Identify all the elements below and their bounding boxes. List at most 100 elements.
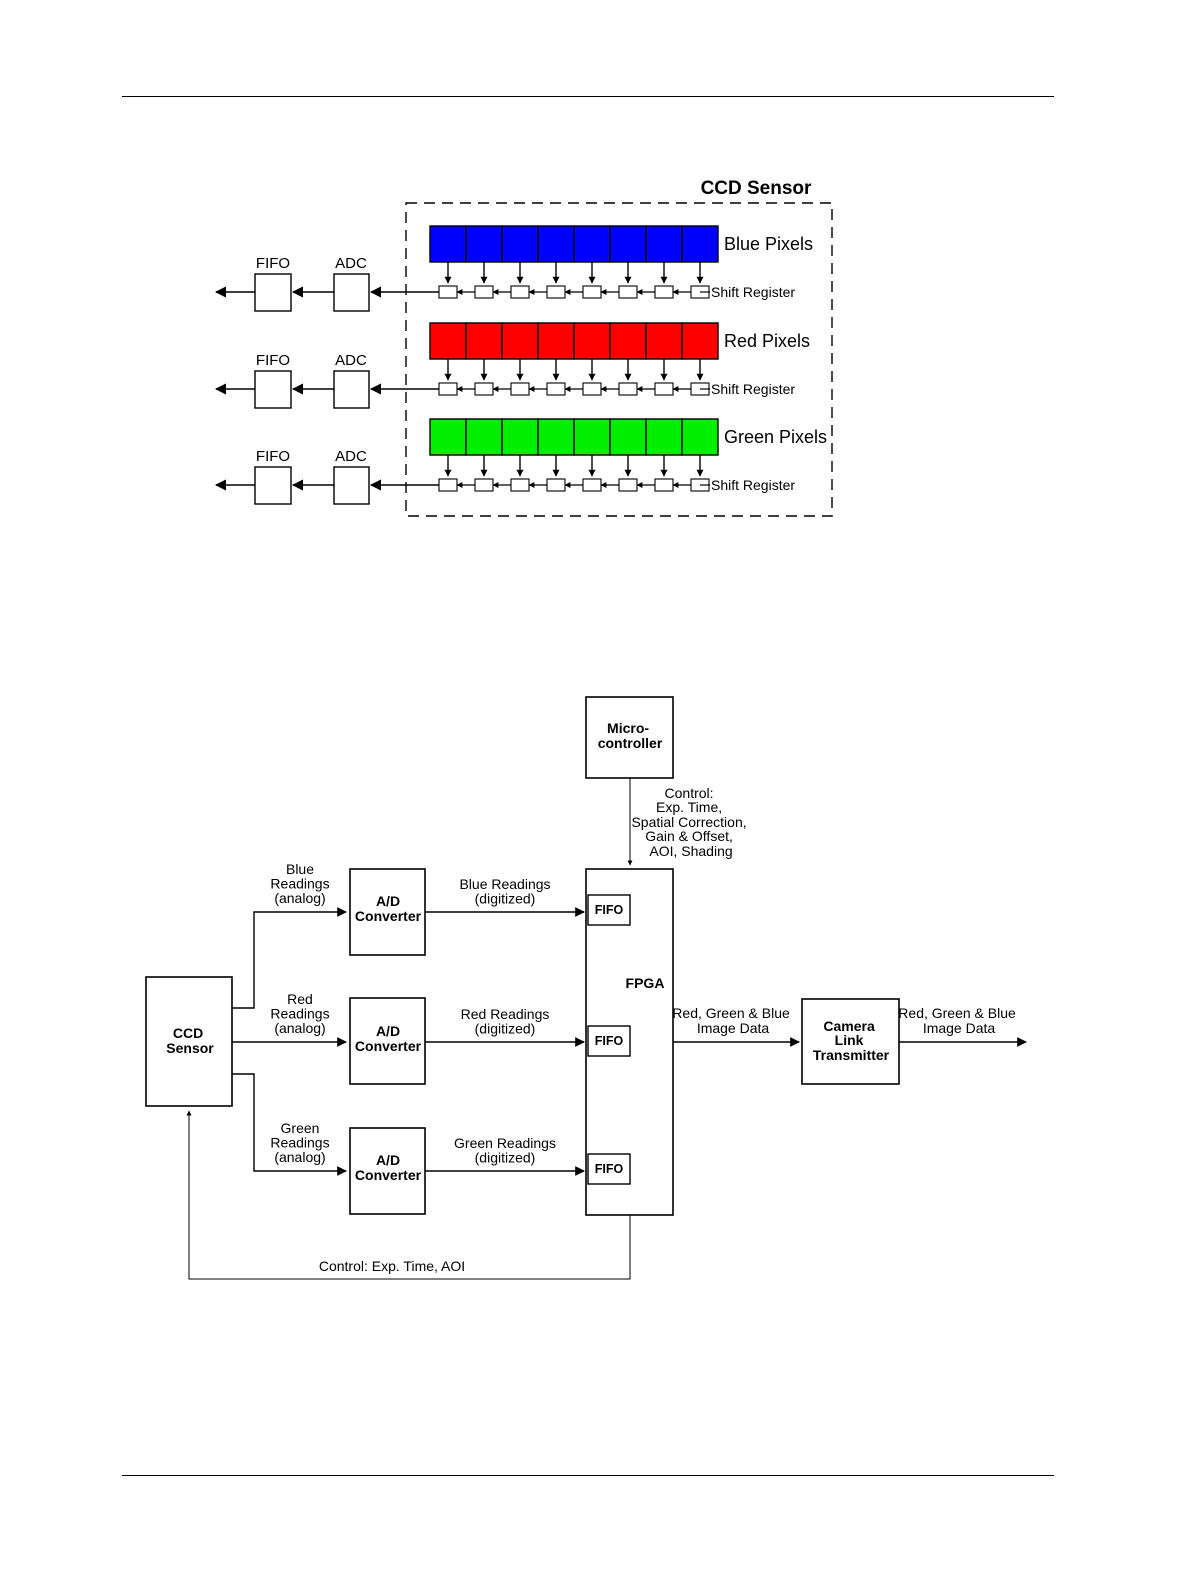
control-label-line2: Exp. Time, [656,799,722,815]
pixel-cell [573,225,611,263]
camera-link-label-line1: Camera [823,1018,875,1034]
pixel-cell [465,418,503,456]
ad-converter-block [349,997,426,1085]
svg-text:CCD Sensor: CCD Sensor [166,1025,214,1056]
bottom-rule [122,1475,1054,1476]
shift-register-cell [618,285,638,299]
fpga-fifo-label: FIFO [595,903,624,917]
fifo-label: FIFO [256,448,290,465]
control-label-line3: Spatial Correction, [631,814,746,830]
pixel-cell [645,225,683,263]
fpga-fifo-label: FIFO [595,1034,624,1048]
shift-register-cell [510,382,530,396]
fifo-label: FIFO [256,352,290,369]
adc-label: ADC [335,352,367,369]
shift-register-cell [582,285,602,299]
fpga-label: FPGA [626,975,665,991]
ccd-sensor-label-line2: Sensor [166,1040,214,1056]
shift-register-label: Shift Register [711,477,795,493]
camera-link-label-line3: Transmitter [813,1047,890,1063]
pixel-cell [501,418,539,456]
svg-text:Camera Link Transm: Camera Link Transmitter [813,1018,890,1063]
pixels-label: Green Pixels [724,427,827,447]
analog-readings-arrow [232,907,347,1009]
microcontroller-label-line2: controller [598,735,663,751]
ad-converter-block [349,868,426,956]
shift-register-cell [654,478,674,492]
shift-register-cell [618,382,638,396]
pixel-cell [537,225,575,263]
fpga-output-label-line1: Red, Green & Blue [672,1005,790,1021]
pixels-label: Blue Pixels [724,234,813,254]
shift-register-cell [474,382,494,396]
fpga-fifo-block [587,1025,631,1057]
camera-link-transmitter-block [801,998,900,1085]
ccd-sensor-title: CCD Sensor [701,178,812,199]
ccd-sensor-label-line1: CCD [173,1025,203,1041]
shift-register-cell [438,285,458,299]
svg-text:Micro- controller: Micro- controller [598,720,663,751]
shift-register-cell [618,478,638,492]
shift-register-cell [510,285,530,299]
top-rule [122,96,1054,97]
shift-register-cell [438,478,458,492]
digitized-readings-label: Red Readings(digitized) [461,1006,550,1037]
shift-register-cell [546,478,566,492]
pixel-cell [609,418,647,456]
shift-register-label: Shift Register [711,381,795,397]
shift-register-cell [546,285,566,299]
shift-register-cell [510,478,530,492]
pixel-cell [429,418,467,456]
microcontroller-block [585,696,674,779]
control-label-line1: Control: [665,785,714,801]
shift-register-cell [582,478,602,492]
ccd-sensor-boundary [405,202,833,517]
pixel-cell [681,322,719,360]
fifo-block [254,273,292,312]
svg-text:Red, Green & Blue Image: Red, Green & Blue Image Data [672,1005,793,1036]
camera-link-label-line2: Link [835,1032,864,1048]
pixel-cell [537,418,575,456]
adc-label: ADC [335,255,367,272]
pixel-cell [681,418,719,456]
camera-link-output-label-line1: Red, Green & Blue [898,1005,1016,1021]
ccd-sensor-block [145,976,233,1107]
pixel-cell [501,225,539,263]
fpga-fifo-label: FIFO [595,1162,624,1176]
shift-register-cell [474,285,494,299]
ad-converter-block [349,1127,426,1215]
pixel-cell [573,418,611,456]
adc-block [333,370,370,409]
pixel-cell [429,225,467,263]
fifo-block [254,466,292,505]
fpga-output-label-line2: Image Data [697,1020,770,1036]
pixel-cell [645,322,683,360]
shift-register-cell [654,285,674,299]
shift-register-cell [582,382,602,396]
adc-block [333,466,370,505]
adc-label: ADC [335,448,367,465]
control-label-line4: Gain & Offset, [645,828,733,844]
shift-register-cell [546,382,566,396]
pixel-cell [465,225,503,263]
analog-readings-arrow [232,1073,347,1176]
camera-link-output-label-line2: Image Data [923,1020,996,1036]
pixel-cell [501,322,539,360]
digitized-readings-label: Green Readings(digitized) [454,1135,556,1166]
pixel-cell [645,418,683,456]
pixel-cell [681,225,719,263]
pixel-cell [609,225,647,263]
